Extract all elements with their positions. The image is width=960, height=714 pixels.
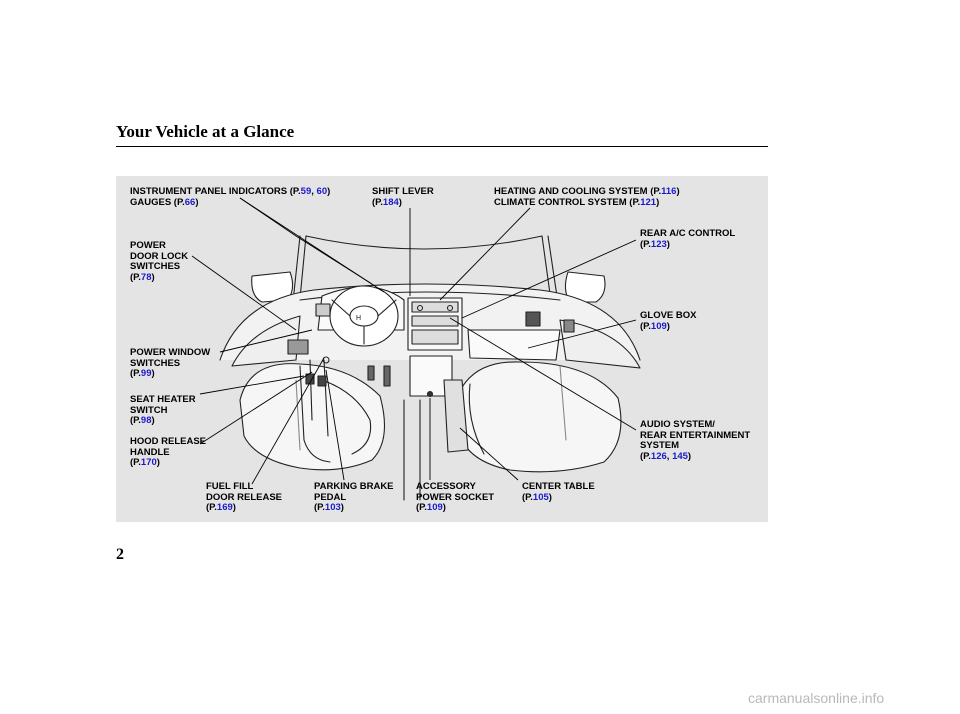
label-fuel-fill: FUEL FILL DOOR RELEASE (P.169): [206, 481, 283, 514]
label-hood-release: HOOD RELEASE HANDLE (P.170): [130, 436, 207, 469]
page-prefix: (P.: [130, 457, 141, 468]
close-paren: ): [666, 238, 670, 250]
close-paren: ): [151, 368, 155, 379]
page-prefix: (P.: [130, 271, 141, 283]
label-shift-lever: SHIFT LEVER (P.184): [372, 186, 434, 208]
page-link[interactable]: 105: [532, 491, 549, 503]
label-door-lock: POWER DOOR LOCK SWITCHES (P.78): [130, 240, 189, 283]
separator: ,: [666, 450, 673, 462]
page-prefix: (P.: [640, 238, 651, 250]
separator: ,: [311, 186, 317, 197]
label-text: CLIMATE CONTROL SYSTEM (P.: [494, 196, 641, 208]
page-prefix: (P.: [206, 502, 217, 513]
label-text: GAUGES (P.: [130, 196, 185, 208]
label-text: REAR A/C CONTROL: [640, 228, 736, 239]
label-glove-box: GLOVE BOX (P.109): [640, 310, 697, 332]
page-link[interactable]: 66: [184, 196, 196, 208]
label-text: GLOVE BOX: [640, 310, 697, 321]
label-parking-brake: PARKING BRAKE PEDAL (P.103): [314, 481, 394, 514]
page-link[interactable]: 109: [650, 320, 667, 332]
svg-text:H: H: [356, 315, 361, 322]
page-link[interactable]: 121: [640, 196, 657, 208]
page-title: Your Vehicle at a Glance: [116, 122, 295, 141]
close-paren: ): [327, 186, 331, 197]
label-text: INSTRUMENT PANEL INDICATORS (P.: [130, 186, 301, 197]
page-prefix: (P.: [314, 502, 325, 513]
label-center-table: CENTER TABLE (P.105): [522, 481, 595, 503]
watermark: carmanualsonline.info: [748, 690, 885, 706]
page-link[interactable]: 98: [140, 415, 152, 426]
close-paren: ): [340, 502, 344, 513]
close-paren: ): [656, 196, 660, 208]
label-text: ACCESSORY: [416, 481, 476, 492]
page-link[interactable]: 126: [650, 450, 667, 462]
label-text: DOOR LOCK: [130, 250, 189, 262]
label-text: POWER WINDOW: [130, 347, 211, 358]
label-instrument-panel: INSTRUMENT PANEL INDICATORS (P.59, 60) G…: [130, 186, 331, 208]
label-text: SWITCHES: [130, 357, 181, 369]
close-paren: ): [548, 491, 552, 503]
page-prefix: (P.: [522, 491, 533, 503]
page-prefix: (P.: [640, 320, 651, 332]
close-paren: ): [676, 186, 680, 197]
label-seat-heater: SEAT HEATER SWITCH (P.98): [130, 394, 196, 427]
label-text: SHIFT LEVER: [372, 186, 434, 197]
label-accessory-socket: ACCESSORY POWER SOCKET (P.109): [416, 481, 495, 514]
label-text: SWITCH: [130, 404, 168, 416]
page-link[interactable]: 109: [426, 502, 443, 513]
label-text: AUDIO SYSTEM/: [640, 419, 715, 430]
label-text: DOOR RELEASE: [206, 491, 283, 503]
label-text: PEDAL: [314, 491, 347, 503]
page-link[interactable]: 170: [140, 457, 157, 468]
label-text: SYSTEM: [640, 440, 680, 451]
page-number: 2: [116, 546, 124, 563]
label-text: HEATING AND COOLING SYSTEM (P.: [494, 186, 662, 197]
label-text: SWITCHES: [130, 261, 181, 272]
page-prefix: (P.: [416, 502, 427, 513]
close-paren: ): [398, 196, 402, 208]
page-link[interactable]: 169: [216, 502, 233, 513]
label-text: HOOD RELEASE: [130, 436, 207, 447]
close-paren: ): [232, 502, 236, 513]
label-power-window: POWER WINDOW SWITCHES (P.99): [130, 347, 211, 380]
page-link[interactable]: 78: [140, 271, 152, 283]
label-heating-cooling: HEATING AND COOLING SYSTEM (P.116) CLIMA…: [494, 186, 680, 208]
page-link[interactable]: 59: [300, 186, 312, 197]
label-audio-system: AUDIO SYSTEM/ REAR ENTERTAINMENT SYSTEM …: [640, 419, 751, 462]
page-link[interactable]: 145: [672, 450, 688, 462]
close-paren: ): [156, 457, 160, 468]
page-link[interactable]: 184: [382, 196, 399, 208]
label-text: CENTER TABLE: [522, 481, 595, 492]
label-rear-ac: REAR A/C CONTROL (P.123): [640, 228, 736, 250]
page-link[interactable]: 103: [324, 502, 341, 513]
label-text: SEAT HEATER: [130, 394, 196, 405]
close-paren: ): [666, 320, 670, 332]
page-prefix: (P.: [130, 415, 141, 426]
page-prefix: (P.: [130, 368, 141, 379]
page-link[interactable]: 60: [316, 186, 328, 197]
close-paren: ): [442, 502, 446, 513]
page-link[interactable]: 123: [650, 238, 667, 250]
label-text: REAR ENTERTAINMENT: [640, 429, 751, 441]
close-paren: ): [687, 450, 692, 462]
close-paren: ): [151, 271, 155, 283]
page-link[interactable]: 99: [140, 368, 152, 379]
page-link[interactable]: 116: [661, 186, 677, 197]
label-text: POWER SOCKET: [416, 491, 495, 503]
close-paren: ): [195, 196, 199, 208]
label-text: HANDLE: [130, 446, 170, 458]
label-text: PARKING BRAKE: [314, 481, 394, 492]
label-text: POWER: [130, 240, 166, 251]
page-prefix: (P.: [372, 196, 383, 208]
label-text: FUEL FILL: [206, 481, 254, 492]
title-rule: [116, 146, 768, 147]
close-paren: ): [151, 415, 155, 426]
page-prefix: (P.: [640, 450, 651, 462]
